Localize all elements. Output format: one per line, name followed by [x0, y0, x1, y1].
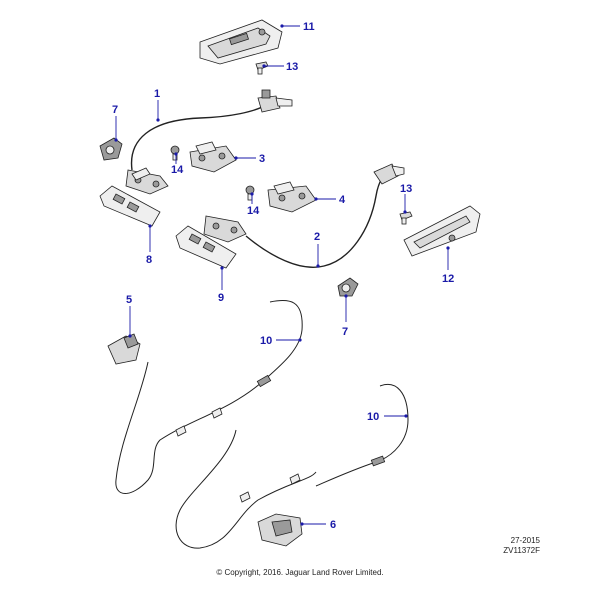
part-7-cable-clip-right — [337, 277, 359, 297]
part-1-release-cable-upper — [130, 89, 293, 171]
svg-text:14: 14 — [171, 164, 184, 176]
part-latch-assembly-right — [203, 215, 247, 243]
callout-10-left: 10 — [260, 335, 302, 347]
callout-8: 8 — [146, 224, 152, 266]
part-6-actuator — [257, 513, 303, 547]
part-3-latch-bracket — [189, 141, 237, 173]
svg-text:4: 4 — [339, 194, 346, 206]
svg-text:10: 10 — [367, 411, 379, 423]
svg-text:10: 10 — [260, 335, 272, 347]
svg-text:3: 3 — [259, 153, 265, 165]
part-10-cable-right — [315, 384, 409, 487]
callout-11: 11 — [280, 21, 315, 33]
callout-5: 5 — [126, 294, 132, 338]
part-7-cable-clip-left — [99, 137, 123, 161]
svg-text:7: 7 — [112, 104, 118, 116]
part-4-latch-bracket — [267, 181, 317, 213]
callout-2: 2 — [314, 231, 320, 268]
part-11-release-handle-bezel — [199, 19, 283, 65]
figure-code: ZV11372F — [503, 546, 540, 555]
part-2-release-cable-lower — [245, 163, 405, 268]
svg-text:14: 14 — [247, 205, 260, 217]
callout-13-right: 13 — [400, 183, 412, 214]
svg-text:2: 2 — [314, 231, 320, 243]
callout-3: 3 — [234, 153, 265, 165]
part-12-release-handle-bezel — [403, 205, 481, 257]
svg-text:7: 7 — [342, 326, 348, 338]
callout-4: 4 — [314, 194, 346, 206]
svg-text:1: 1 — [154, 88, 160, 100]
svg-text:9: 9 — [218, 292, 224, 304]
callout-14-a: 14 — [171, 152, 184, 176]
callout-7-right: 7 — [342, 294, 348, 338]
part-5-actuator — [107, 333, 141, 365]
svg-text:13: 13 — [286, 61, 298, 73]
svg-text:12: 12 — [442, 273, 454, 285]
callout-9: 9 — [218, 266, 224, 304]
svg-text:6: 6 — [330, 519, 336, 531]
svg-text:11: 11 — [303, 21, 315, 33]
callout-14-b: 14 — [247, 192, 260, 217]
date-code: 27-2015 — [510, 536, 540, 545]
svg-text:13: 13 — [400, 183, 412, 195]
part-8-seat-release-handle-left — [99, 185, 161, 227]
copyright-notice: © Copyright, 2016. Jaguar Land Rover Lim… — [216, 568, 384, 577]
part-13-screw-top — [255, 61, 269, 75]
callout-1: 1 — [154, 88, 160, 122]
svg-text:5: 5 — [126, 294, 132, 306]
part-9-seat-release-handle-right — [175, 225, 237, 269]
callout-6: 6 — [300, 519, 336, 531]
callout-10-right: 10 — [367, 411, 408, 423]
part-latch-assembly-left — [125, 167, 169, 195]
part-10-cable-left — [115, 299, 317, 549]
callout-13-top: 13 — [262, 61, 298, 73]
callout-12: 12 — [442, 246, 454, 285]
svg-text:8: 8 — [146, 254, 152, 266]
part-13-screw-right — [399, 211, 413, 225]
callout-7-left: 7 — [112, 104, 118, 142]
